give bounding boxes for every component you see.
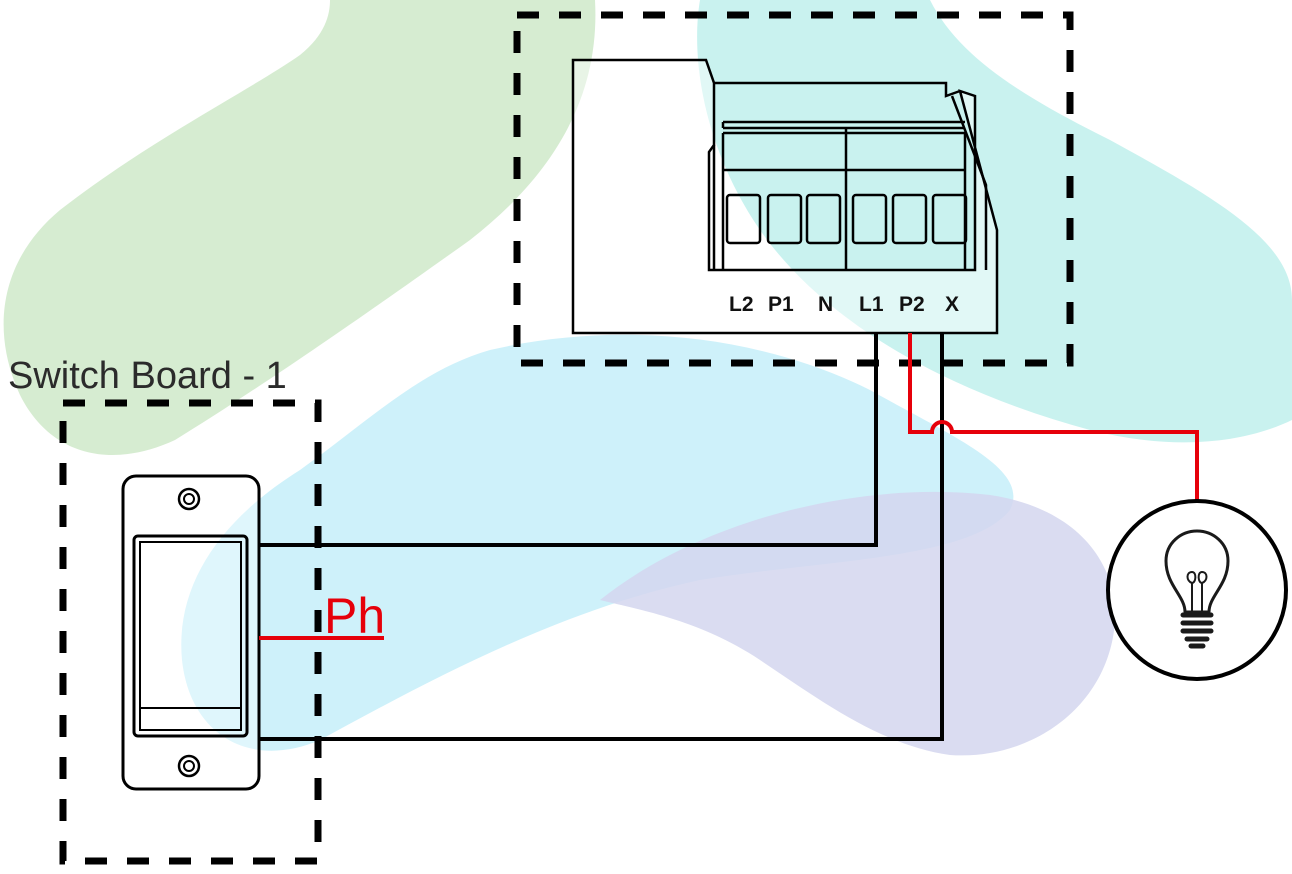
terminal-label-n: N <box>818 293 833 316</box>
switch-board-title: Switch Board - 1 <box>8 355 287 397</box>
background-shape-lavender <box>600 491 1115 756</box>
terminal-screw-n <box>805 193 842 245</box>
terminal-screw-l2 <box>725 193 762 245</box>
terminal-label-p2: P2 <box>899 293 925 316</box>
switch-top-screw <box>177 487 201 511</box>
switch-bottom-screw <box>177 754 201 778</box>
terminal-screws <box>725 193 968 245</box>
background-shape-green <box>3 0 596 455</box>
terminal-block-right-edge <box>950 95 988 270</box>
wire-p2-to-lamp <box>908 333 1199 500</box>
switch-plate <box>121 474 261 791</box>
wire-l1-to-switch <box>259 333 878 547</box>
rocker-switch-icon <box>121 474 261 791</box>
terminal-block-top-ridge <box>714 81 961 98</box>
terminal-block-housing <box>571 58 999 335</box>
wire-x-to-switch <box>259 333 944 741</box>
terminal-block-module: L2 P1 N L1 P2 X <box>571 58 999 335</box>
lamp-circle <box>1106 499 1288 681</box>
terminal-label-p1: P1 <box>768 293 794 316</box>
terminal-label-l1: L1 <box>859 293 884 316</box>
terminal-label-l2: L2 <box>729 293 754 316</box>
lamp-base <box>1180 612 1214 649</box>
module-enclosure-boundary <box>513 11 1074 367</box>
wires <box>259 333 1199 741</box>
terminal-block-top-rails <box>721 120 965 135</box>
background-shape-cyan <box>181 334 1014 751</box>
terminal-screw-p1 <box>766 193 803 245</box>
lamp-filament <box>1186 570 1208 612</box>
switch-rocker-inner <box>139 541 242 731</box>
terminal-label-x: X <box>945 293 959 316</box>
light-bulb-icon <box>1106 499 1288 681</box>
switch-bottom-screw-inner <box>183 760 195 772</box>
switch-rocker-outer <box>132 534 249 738</box>
switch-board-enclosure-boundary <box>59 399 322 865</box>
terminal-screw-x <box>931 193 968 245</box>
lamp-bulb-glass <box>1164 529 1230 614</box>
terminal-screw-l1 <box>851 193 888 245</box>
phase-label: Ph <box>324 588 385 644</box>
terminal-screw-p2 <box>891 193 928 245</box>
switch-top-screw-inner <box>183 493 195 505</box>
